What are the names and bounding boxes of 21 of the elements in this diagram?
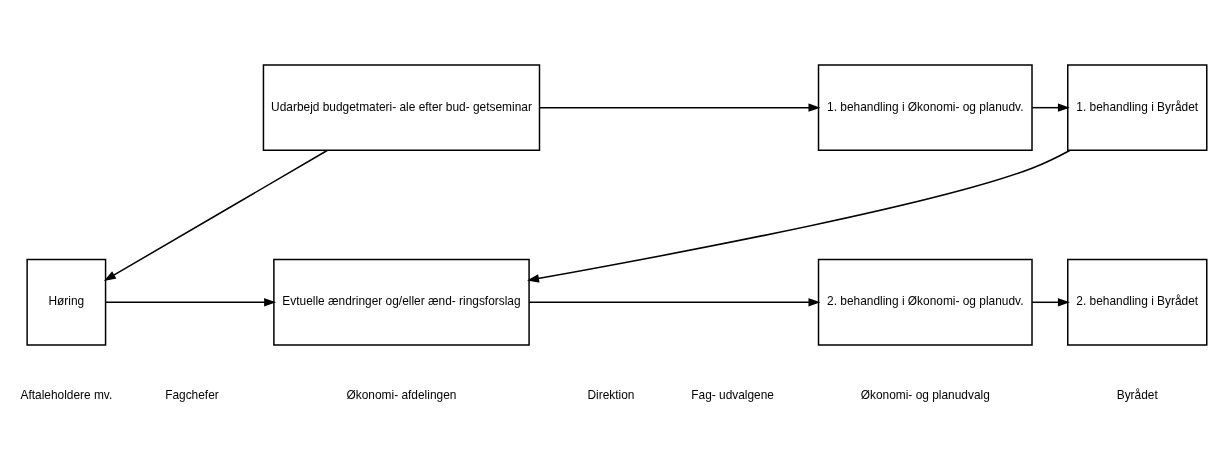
arrow [1031,298,1070,307]
arrow [538,103,821,112]
node-box: Udarbejd budgetmateri- ale efter bud- getseminar [262,64,541,152]
arrow [105,298,277,307]
node-box: 2. behandling i Økonomi- og planudv. [817,258,1033,346]
arrow [1031,103,1070,112]
node-box: 2. behandling i Byrådet [1067,258,1208,346]
label: Fag- udvalgene [691,387,774,402]
label: Aftaleholdere mv. [20,387,113,402]
arrow [528,298,821,307]
label: Økonomi- afdelingen [346,387,457,402]
node-box: Evtuelle ændringer og/eller ænd- ringsforslag [273,258,530,346]
node-box: 1. behandling i Økonomi- og planudv. [817,64,1033,152]
node-box: 1. behandling i Byrådet [1067,64,1208,152]
arrow [527,149,1071,283]
label: Fagchefer [165,387,219,402]
label: Økonomi- og planudvalg [860,387,990,402]
node-box: Høring [26,258,107,346]
label: Direktion [587,387,635,402]
label: Byrådet [1116,387,1158,402]
arrow [103,149,328,281]
